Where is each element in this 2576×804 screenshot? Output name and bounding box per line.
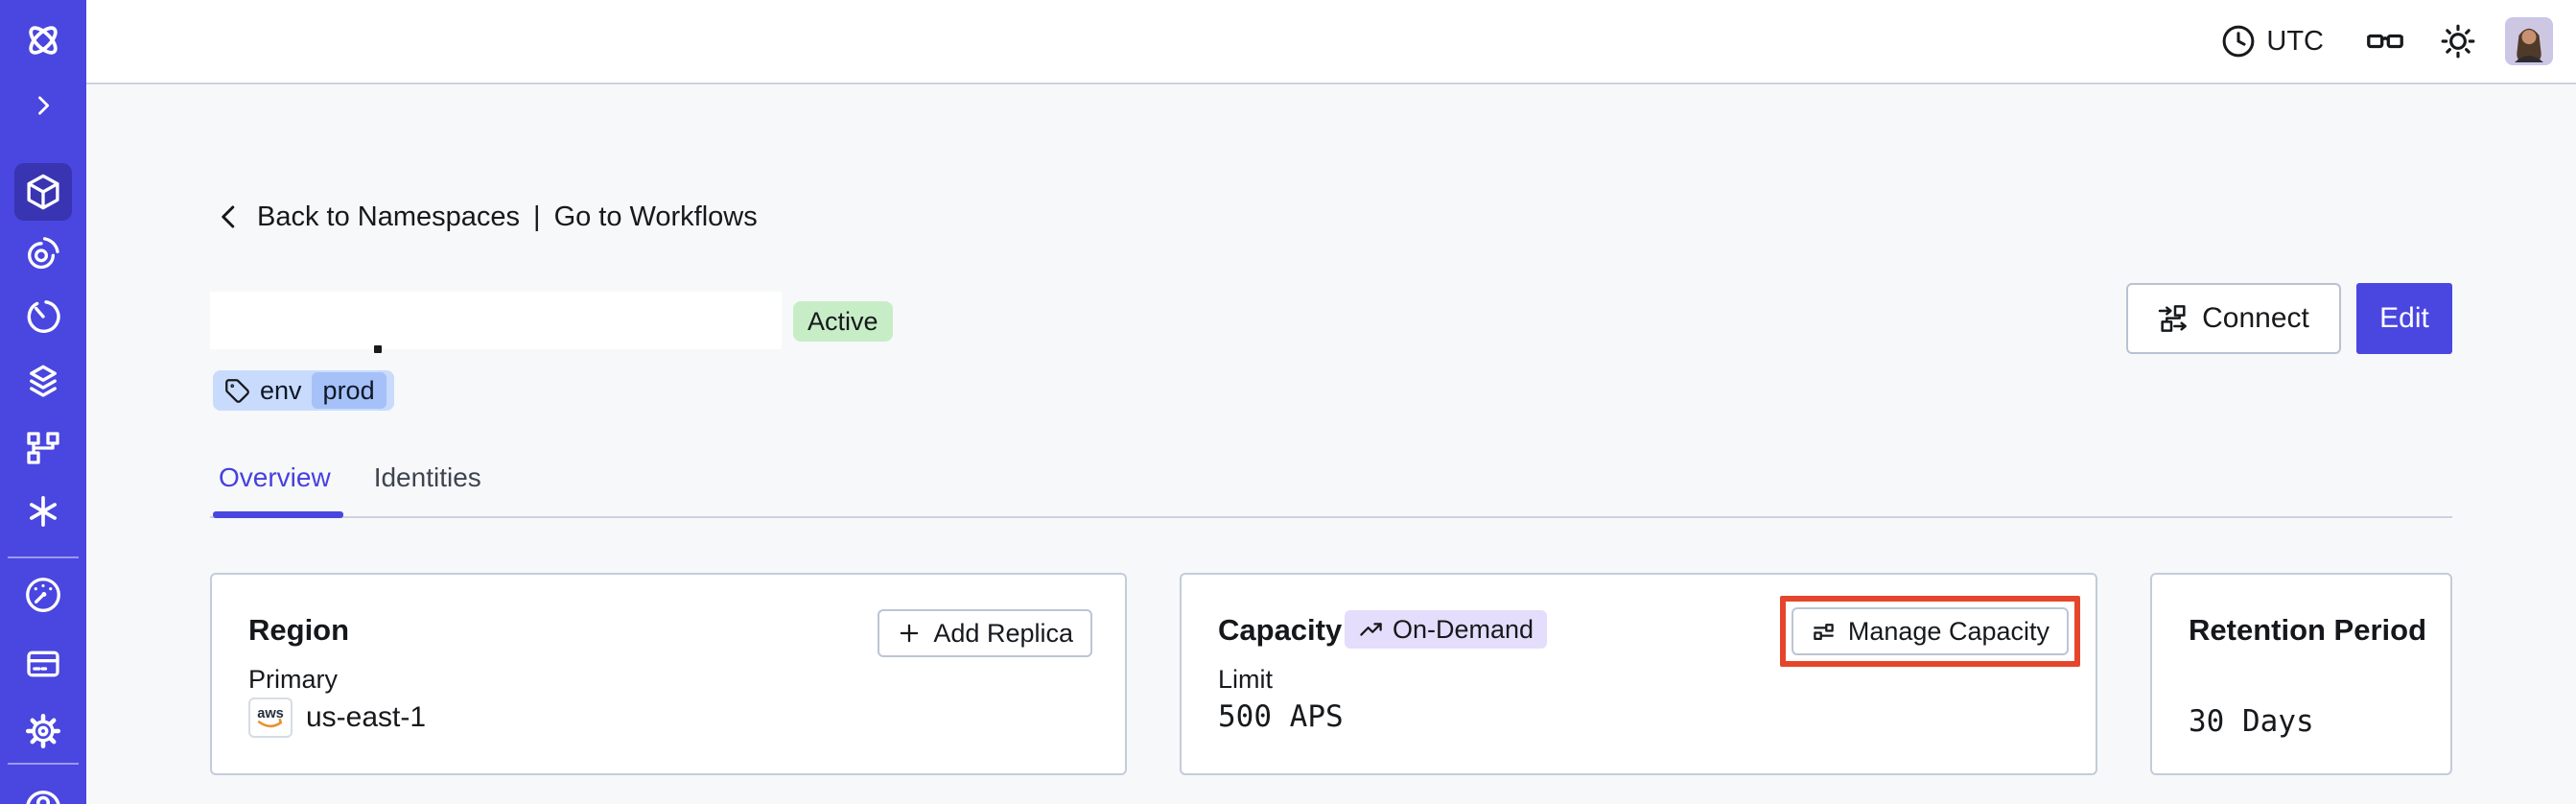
tab-bar-divider (210, 516, 2452, 518)
capacity-limit-label: Limit (1218, 665, 1274, 694)
edit-button-label: Edit (2379, 302, 2429, 334)
capacity-card-title: Capacity (1218, 613, 1343, 647)
annotation-highlight-rectangle: Manage Capacity (1779, 596, 2080, 667)
retention-card-title: Retention Period (2189, 613, 2427, 647)
connect-button[interactable]: Connect (2126, 283, 2341, 354)
avatar[interactable] (2505, 17, 2553, 65)
region-card-title: Region (248, 613, 350, 647)
sidebar-item-billing-card-icon[interactable] (24, 645, 62, 683)
retention-card: Retention Period 30 Days (2150, 573, 2452, 775)
region-primary-label: Primary (248, 665, 338, 694)
sliders-icon (1811, 619, 1837, 645)
ondemand-badge: On-Demand (1345, 610, 1548, 649)
region-value: us-east-1 (306, 701, 427, 733)
capacity-card: Capacity On-Demand Manage Capac (1180, 573, 2097, 775)
connect-flow-icon (2158, 303, 2189, 334)
breadcrumb-separator: | (533, 201, 541, 232)
sidebar-item-account-circle-icon[interactable] (23, 788, 63, 804)
manage-capacity-label: Manage Capacity (1847, 616, 2049, 646)
active-tab-underline (213, 511, 343, 518)
trending-up-icon (1358, 617, 1384, 643)
plus-icon (897, 621, 922, 646)
tag-value: prod (311, 372, 386, 409)
retention-value: 30 Days (2189, 704, 2314, 739)
aws-logo-text: aws (257, 706, 284, 721)
tab-identities[interactable]: Identities (373, 462, 481, 492)
temporal-logo-icon[interactable] (21, 18, 65, 62)
region-card: Region Add Replica Primary aws us-east-1 (210, 573, 1127, 775)
region-value-row: aws us-east-1 (248, 698, 426, 738)
sidebar-expand-chevron-icon[interactable] (30, 92, 57, 119)
capacity-limit-value: 500 APS (1218, 699, 1344, 734)
back-to-namespaces-link[interactable]: Back to Namespaces (257, 201, 521, 232)
labs-glasses-icon[interactable] (2364, 20, 2406, 62)
back-chevron-icon[interactable] (215, 201, 244, 233)
theme-sun-icon[interactable] (2439, 22, 2477, 60)
edit-button[interactable]: Edit (2356, 283, 2452, 354)
clock-icon (2220, 23, 2257, 59)
breadcrumb: Back to Namespaces | Go to Workflows (215, 198, 758, 236)
sidebar-item-settings-gear-icon[interactable] (23, 711, 63, 751)
tag-key: env (260, 375, 302, 405)
status-badge: Active (793, 301, 893, 342)
sidebar-item-namespaces-cube-icon[interactable] (23, 172, 63, 212)
add-replica-label: Add Replica (933, 618, 1073, 648)
namespace-tag-chip: env prod (213, 370, 394, 411)
sidebar-item-batch-operations-branch-icon[interactable] (24, 429, 62, 467)
ondemand-badge-label: On-Demand (1393, 614, 1534, 644)
redacted-namespace-name (210, 292, 782, 349)
sidebar-item-nexus-asterisk-icon[interactable] (24, 492, 62, 531)
manage-capacity-button[interactable]: Manage Capacity (1791, 607, 2069, 655)
tab-overview[interactable]: Overview (219, 462, 331, 492)
namespace-actions: Connect Edit (2126, 283, 2452, 354)
sidebar-item-deployments-layers-icon[interactable] (23, 362, 63, 402)
tag-icon (224, 378, 250, 404)
timezone-label: UTC (2266, 25, 2324, 57)
timezone-selector[interactable]: UTC (2220, 23, 2324, 59)
sidebar-divider (8, 556, 79, 558)
sidebar-item-workflows-spiral-icon[interactable] (24, 234, 62, 272)
tab-bar: Overview Identities (219, 462, 481, 503)
topbar: UTC (86, 0, 2576, 84)
aws-provider-icon: aws (248, 698, 293, 738)
sidebar-divider (8, 763, 79, 765)
sidebar-item-schedules-clock-icon[interactable] (24, 297, 62, 336)
connect-button-label: Connect (2202, 302, 2309, 334)
sidebar (0, 0, 86, 804)
go-to-workflows-link[interactable]: Go to Workflows (553, 201, 758, 232)
sidebar-item-usage-gauge-icon[interactable] (23, 575, 63, 615)
add-replica-button[interactable]: Add Replica (878, 609, 1092, 657)
redaction-artifact (374, 345, 382, 353)
